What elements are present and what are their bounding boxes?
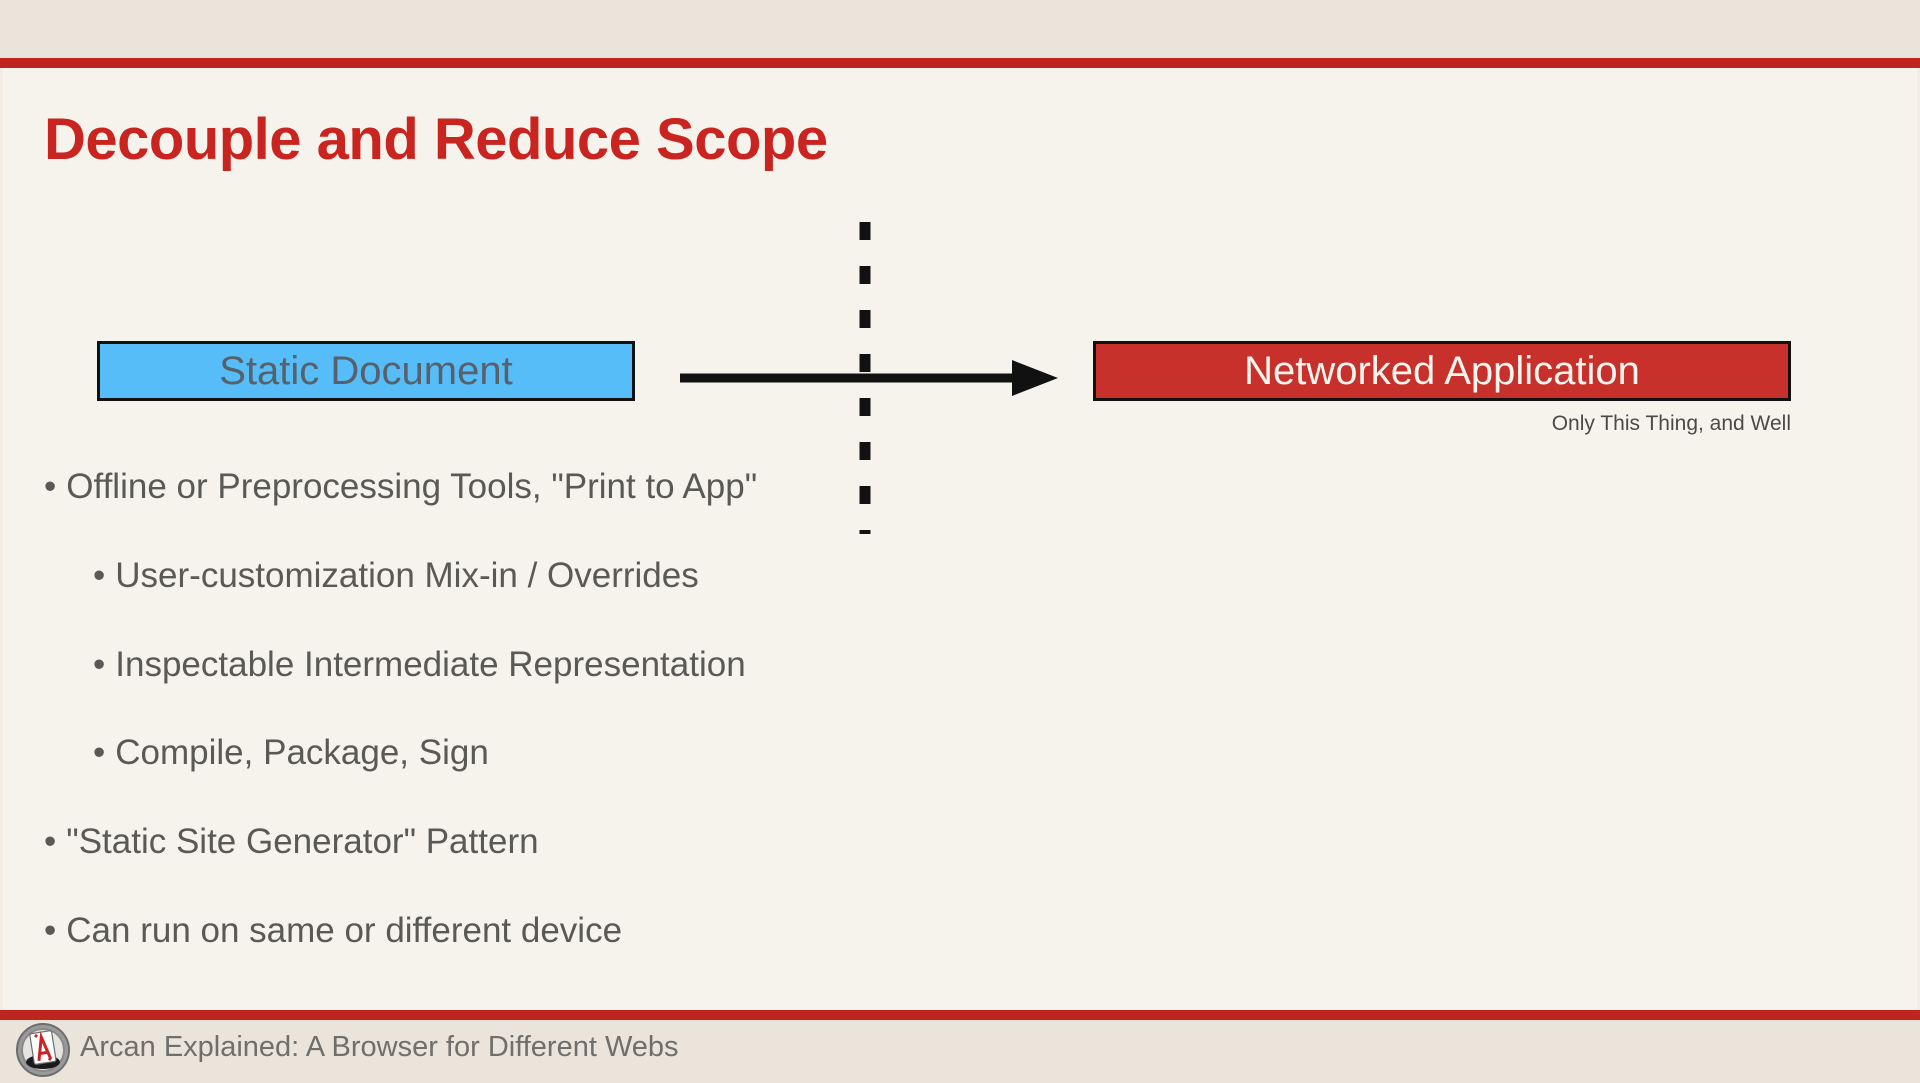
bullet-marker-icon: • xyxy=(44,467,57,506)
bottom-red-rule xyxy=(0,1010,1920,1020)
arcan-ace-card-logo-icon xyxy=(15,1022,71,1078)
networked-application-caption: Only This Thing, and Well xyxy=(1551,412,1791,435)
list-item: •User-customization Mix-in / Overrides xyxy=(93,558,699,593)
vertical-dashed-divider xyxy=(850,222,880,534)
list-item: •Can run on same or different device xyxy=(44,913,622,948)
list-item-label: Compile, Package, Sign xyxy=(115,733,489,772)
list-item-label: Inspectable Intermediate Representation xyxy=(115,645,746,684)
bullet-marker-icon: • xyxy=(93,556,106,595)
list-item-label: "Static Site Generator" Pattern xyxy=(66,822,539,861)
static-document-box: Static Document xyxy=(97,341,635,401)
top-red-rule xyxy=(0,58,1920,68)
list-item-label: Offline or Preprocessing Tools, "Print t… xyxy=(66,467,758,506)
slide-canvas xyxy=(0,68,1920,1010)
footer-band xyxy=(0,1020,1920,1080)
list-item-label: User-customization Mix-in / Overrides xyxy=(115,556,699,595)
list-item: •Compile, Package, Sign xyxy=(93,735,489,770)
list-item: •"Static Site Generator" Pattern xyxy=(44,824,539,859)
list-item: •Inspectable Intermediate Representation xyxy=(93,647,746,682)
bullet-marker-icon: • xyxy=(93,733,106,772)
top-band xyxy=(0,0,1920,58)
list-item-label: Can run on same or different device xyxy=(66,911,623,950)
bullet-marker-icon: • xyxy=(44,911,57,950)
bullet-marker-icon: • xyxy=(93,645,106,684)
page-title: Decouple and Reduce Scope xyxy=(44,107,828,172)
bullet-marker-icon: • xyxy=(44,822,57,861)
footer-title: Arcan Explained: A Browser for Different… xyxy=(80,1031,679,1063)
list-item: •Offline or Preprocessing Tools, "Print … xyxy=(44,469,757,504)
right-arrow-icon xyxy=(680,352,1060,404)
static-document-label: Static Document xyxy=(219,348,513,393)
networked-application-label: Networked Application xyxy=(1244,348,1640,393)
networked-application-box: Networked Application xyxy=(1093,341,1791,401)
